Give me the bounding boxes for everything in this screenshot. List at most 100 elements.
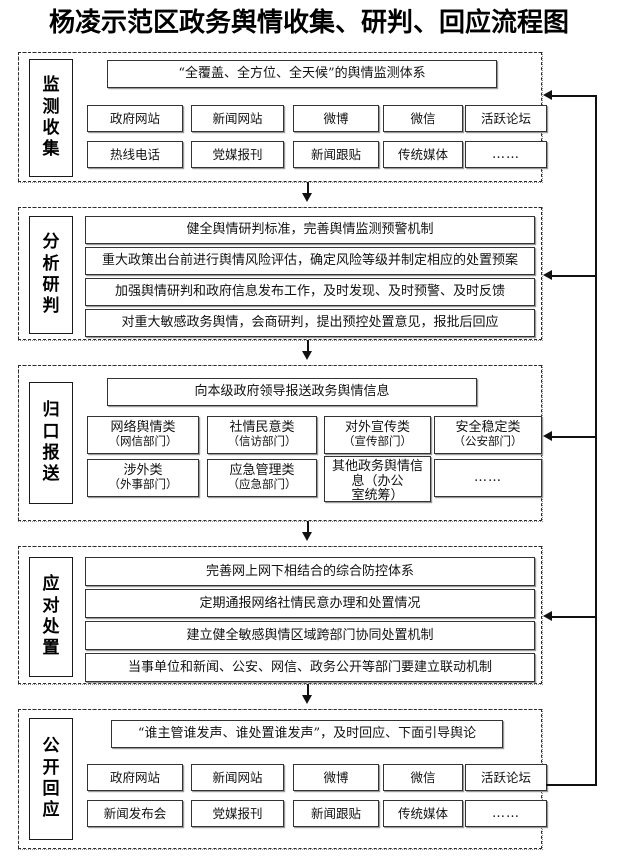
stage3-category[interactable]: 其他政务舆情信息（办公 室统筹） xyxy=(324,456,431,502)
stage-label-char: 判 xyxy=(42,296,60,317)
stage3-category[interactable]: 网络舆情类 （网信部门） xyxy=(87,416,199,454)
stage3-category[interactable]: 应急管理类 （应急部门） xyxy=(207,459,317,497)
category-name: 网络舆情类 xyxy=(110,420,176,435)
feedback-line-stage2 xyxy=(552,275,597,277)
stage-label-public-response: 公 开 回 应 xyxy=(29,718,73,840)
category-name: 对外宣传类 xyxy=(344,420,410,435)
connector-arrow-4 xyxy=(302,695,312,704)
stage5-channel[interactable]: 党媒报刊 xyxy=(191,800,284,827)
stage-label-char: 开 xyxy=(42,757,60,778)
stage4-measure[interactable]: 完善网上网下相结合的综合防控体系 xyxy=(85,557,535,586)
feedback-line-stage4 xyxy=(552,616,597,618)
stage1-channel[interactable]: 微博 xyxy=(293,105,379,132)
stage-label-char: 口 xyxy=(42,421,60,442)
stage1-channel[interactable]: 政府网站 xyxy=(87,105,183,132)
stage-label-char: 归 xyxy=(42,400,60,421)
feedback-arrow-stage4 xyxy=(543,611,552,621)
category-name: 应急管理类 xyxy=(229,463,295,478)
stage-label-char: 测 xyxy=(42,96,60,117)
connector-line-4 xyxy=(307,684,309,699)
stage-label-monitor-collect: 监 测 收 集 xyxy=(29,59,73,177)
stage3-header-box: 向本级政府领导报送政务舆情信息 xyxy=(107,378,477,406)
stage1-channel[interactable]: 新闻网站 xyxy=(191,105,284,132)
stage1-channel[interactable]: 传统媒体 xyxy=(383,141,463,168)
stage-label-char: 析 xyxy=(42,253,60,274)
stage-label-char: 回 xyxy=(42,779,60,799)
connector-arrow-2 xyxy=(302,351,312,360)
stage2-measure[interactable]: 健全舆情研判标准，完善舆情监测预警机制 xyxy=(85,216,535,244)
stage-label-char: 应 xyxy=(42,574,60,595)
stage-public-response: 公 开 回 应 “谁主管谁发声、谁处置谁发声”，及时回应、下面引导舆论 政府网站… xyxy=(17,708,547,850)
stage-label-char: 研 xyxy=(42,275,60,295)
category-dept: （宣传部门） xyxy=(343,434,412,449)
ellipsis-label: …… xyxy=(492,805,520,821)
stage-label-response-handling: 应 对 处 置 xyxy=(29,557,73,677)
stage-label-char: 应 xyxy=(42,800,60,821)
stage-label-char: 收 xyxy=(42,118,60,138)
stage4-measure[interactable]: 建立健全敏感舆情区域跨部门协同处置机制 xyxy=(85,621,535,650)
stage1-channel[interactable]: 活跃论坛 xyxy=(465,105,547,132)
stage3-category[interactable]: …… xyxy=(434,459,542,497)
stage1-channel[interactable]: 党媒报刊 xyxy=(191,141,284,168)
connector-line-2 xyxy=(307,340,309,354)
feedback-arrow-stage3 xyxy=(543,431,552,441)
stage-label-char: 对 xyxy=(42,595,60,616)
stage5-channel[interactable]: 微信 xyxy=(383,764,463,791)
stage-label-char: 处 xyxy=(42,617,60,637)
feedback-trunk-line xyxy=(595,95,597,785)
stage-label-analysis-judgment: 分 析 研 判 xyxy=(29,216,73,334)
connector-line-1 xyxy=(307,182,309,196)
stage-response-handling: 应 对 处 置 完善网上网下相结合的综合防控体系 定期通报网络社情民意办理和处置… xyxy=(17,545,543,685)
stage2-measure[interactable]: 加强舆情研判和政府信息发布工作，及时发现、及时预警、及时反馈 xyxy=(85,278,535,306)
category-name: 安全稳定类 xyxy=(455,420,521,435)
stage-label-char: 置 xyxy=(42,638,60,659)
connector-arrow-1 xyxy=(302,193,312,202)
stage-label-char: 报 xyxy=(42,443,60,463)
category-dept: （应急部门） xyxy=(227,477,297,492)
feedback-arrow-stage2 xyxy=(543,270,552,280)
stage1-channel[interactable]: 新闻跟贴 xyxy=(293,141,379,168)
stage4-measure[interactable]: 定期通报网络社情民意办理和处置情况 xyxy=(85,589,535,618)
stage-label-char: 公 xyxy=(42,736,60,757)
category-name: 其他政务舆情信息（办公 xyxy=(331,459,423,489)
stage4-measure[interactable]: 当事单位和新闻、公安、网信、政务公开等部门要建立联动机制 xyxy=(85,653,535,682)
stage-analysis-judgment: 分 析 研 判 健全舆情研判标准，完善舆情监测预警机制 重大政策出台前进行舆情风… xyxy=(17,206,543,341)
stage3-category[interactable]: 对外宣传类 （宣传部门） xyxy=(324,416,431,454)
stage5-channel[interactable]: 新闻网站 xyxy=(191,764,284,791)
category-dept: （公安部门） xyxy=(453,434,523,449)
category-dept: （网信部门） xyxy=(108,434,178,449)
stage1-channel[interactable]: …… xyxy=(465,141,547,168)
stage1-header-box: “全覆盖、全方位、全天候”的舆情监测体系 xyxy=(107,60,497,88)
category-dept: （信访部门） xyxy=(227,434,297,449)
stage3-category[interactable]: 涉外类 （外事部门） xyxy=(87,459,199,497)
category-name: 社情民意类 xyxy=(229,420,295,435)
stage5-channel[interactable]: 传统媒体 xyxy=(383,800,463,827)
stage3-category[interactable]: 安全稳定类 （公安部门） xyxy=(434,416,542,454)
page-title: 杨凌示范区政务舆情收集、研判、回应流程图 xyxy=(48,8,569,38)
connector-arrow-3 xyxy=(302,532,312,541)
stage2-measure[interactable]: 重大政策出台前进行舆情风险评估，确定风险等级并制定相应的处置预案 xyxy=(85,247,535,275)
feedback-arrow-stage1 xyxy=(543,90,552,100)
stage1-channel[interactable]: 热线电话 xyxy=(87,141,183,168)
stage5-channel[interactable]: 活跃论坛 xyxy=(465,764,547,791)
stage5-channel[interactable]: 新闻发布会 xyxy=(87,800,183,827)
stage1-channel[interactable]: 微信 xyxy=(383,105,463,132)
stage5-header-box: “谁主管谁发声、谁处置谁发声”，及时回应、下面引导舆论 xyxy=(111,720,503,748)
stage3-category[interactable]: 社情民意类 （信访部门） xyxy=(207,416,317,454)
stage5-channel[interactable]: …… xyxy=(465,800,547,827)
category-name: 涉外类 xyxy=(123,463,163,478)
feedback-line-stage3 xyxy=(552,436,597,438)
category-dept: 室统筹） xyxy=(351,488,404,502)
stage-monitor-collect: 监 测 收 集 “全覆盖、全方位、全天候”的舆情监测体系 政府网站 新闻网站 微… xyxy=(17,51,547,183)
stage-label-char: 分 xyxy=(42,232,60,253)
stage2-measure[interactable]: 对重大敏感政务舆情，会商研判，提出预控处置意见，报批后回应 xyxy=(85,309,535,337)
stage-centralized-reporting: 归 口 报 送 向本级政府领导报送政务舆情信息 网络舆情类 （网信部门） 社情民… xyxy=(17,364,543,522)
stage-label-centralized-reporting: 归 口 报 送 xyxy=(29,382,73,504)
stage5-channel[interactable]: 微博 xyxy=(293,764,379,791)
stage-label-char: 送 xyxy=(42,464,60,485)
ellipsis-label: …… xyxy=(492,146,520,162)
stage5-channel[interactable]: 新闻跟贴 xyxy=(293,800,379,827)
category-dept: （外事部门） xyxy=(108,477,178,492)
stage5-channel[interactable]: 政府网站 xyxy=(87,764,183,791)
